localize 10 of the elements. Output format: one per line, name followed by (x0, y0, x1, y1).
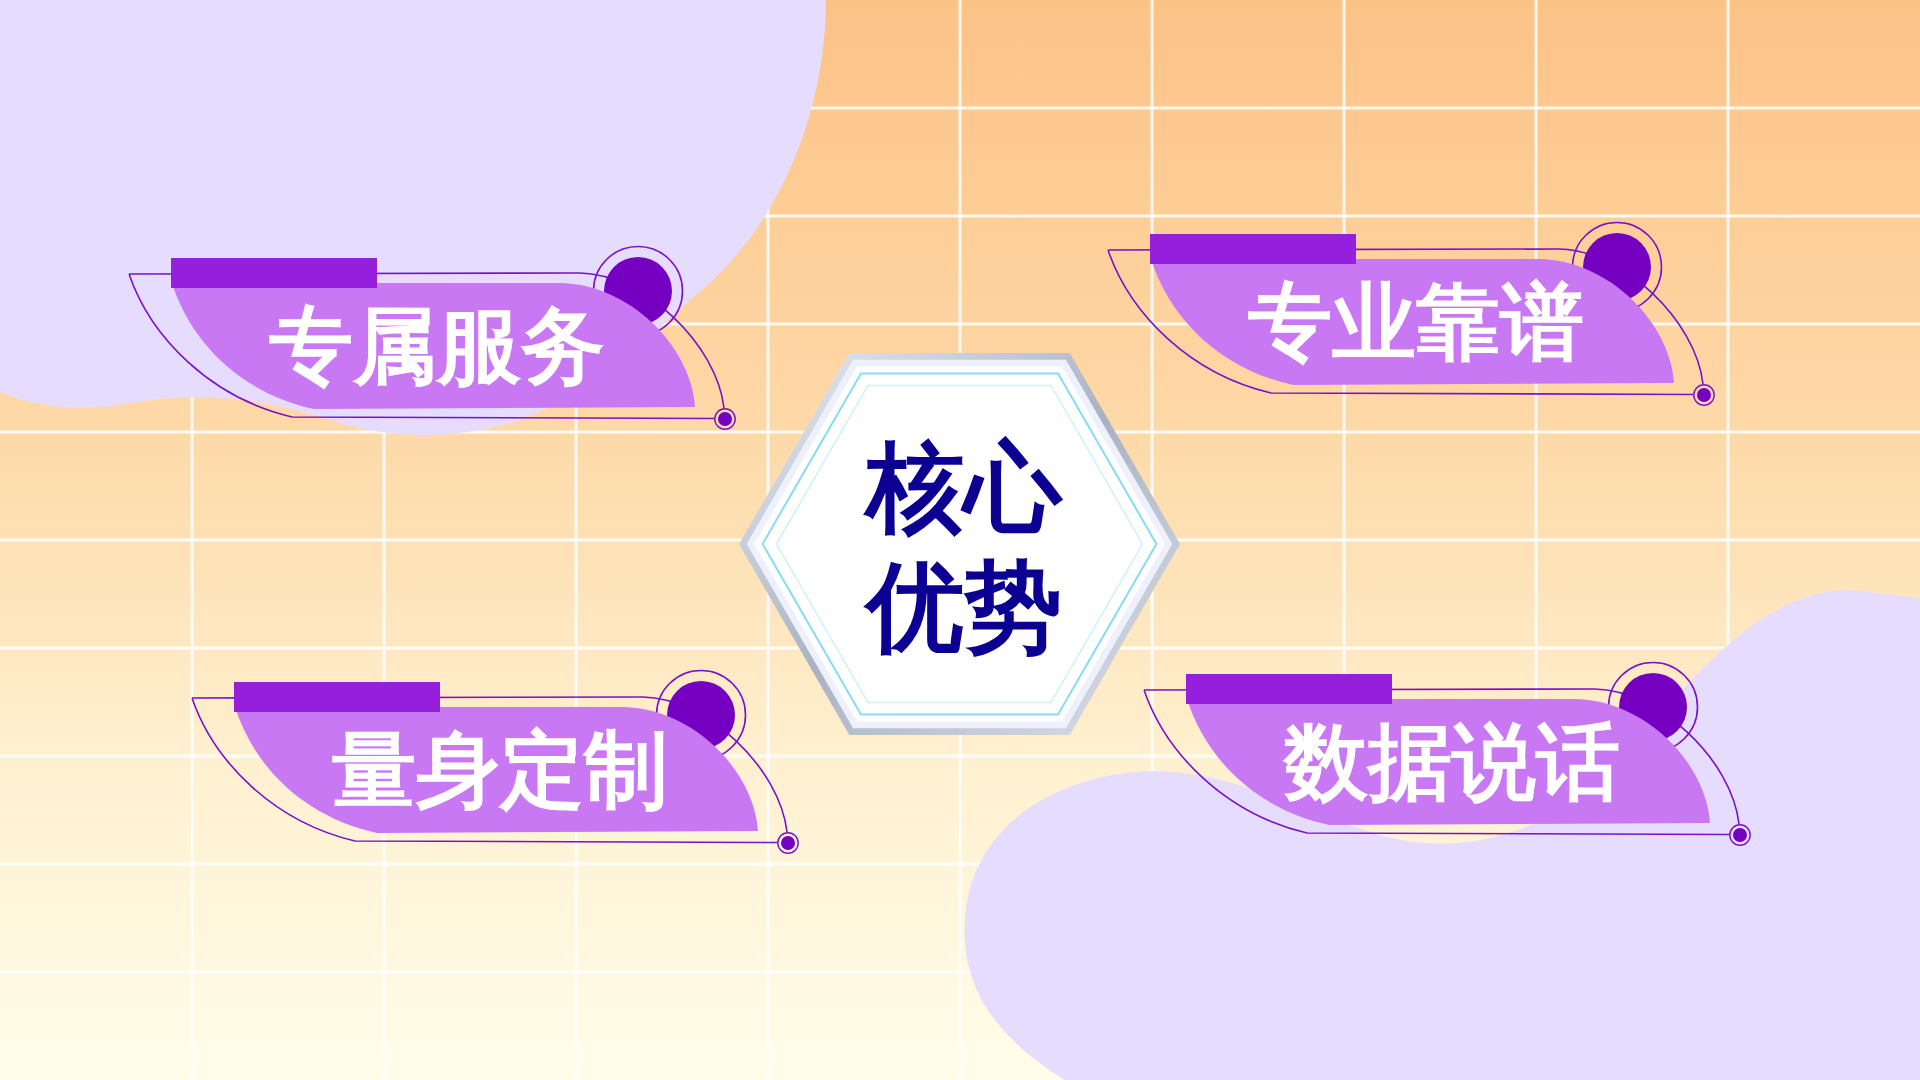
banner-title: 专属服务 (269, 298, 605, 394)
label-banner (1106, 222, 1718, 408)
banner-title: 量身定制 (332, 722, 668, 818)
label-banner (127, 246, 739, 432)
label-banner (1142, 662, 1754, 848)
hexagon-badge (739, 353, 1180, 735)
label-banner (190, 670, 802, 856)
hexagon-title: 核心优势 (862, 429, 1064, 666)
banner-title: 专业靠谱 (1248, 274, 1584, 370)
banner-title: 数据说话 (1284, 714, 1620, 810)
